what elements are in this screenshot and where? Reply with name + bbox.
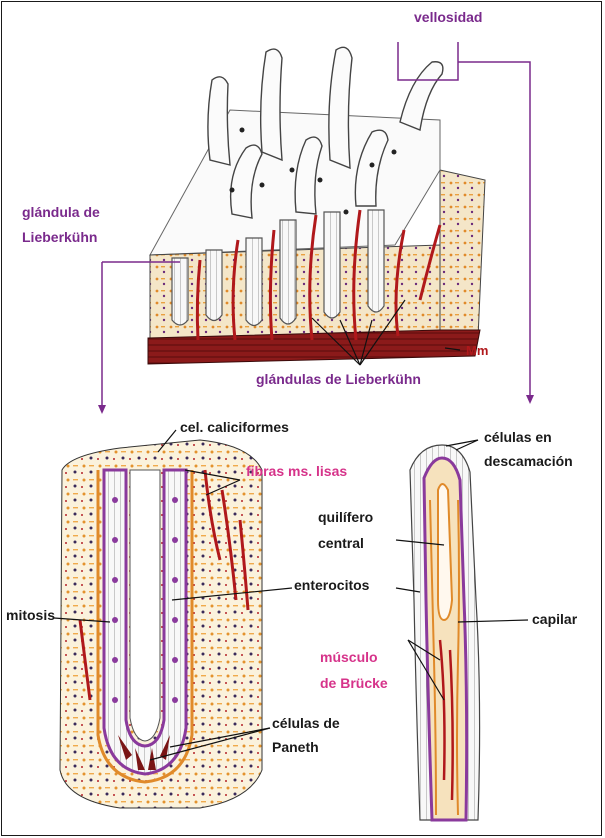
label-cel-caliciformes: cel. caliciformes xyxy=(180,418,289,436)
label-capilar: capilar xyxy=(532,610,577,628)
crypt-lumen xyxy=(130,470,160,741)
label-mm: Mm xyxy=(466,342,488,360)
mucosa-block xyxy=(148,47,485,364)
label-fibras-ms-lisas: fibras ms. lisas xyxy=(246,462,347,480)
crypt-detail xyxy=(60,440,262,808)
label-paneth: Paneth xyxy=(272,738,319,756)
label-de-brucke: de Brücke xyxy=(320,674,388,692)
label-quilifero: quilífero xyxy=(318,508,373,526)
label-celulas-en: células en xyxy=(484,428,552,446)
label-musculo: músculo xyxy=(320,648,378,666)
label-glandulas-lieberkuhn: glándulas de Lieberkühn xyxy=(256,370,421,388)
label-celulas-de: células de xyxy=(272,714,340,732)
label-descamacion: descamación xyxy=(484,452,573,470)
block-side-face xyxy=(440,170,485,352)
label-mitosis: mitosis xyxy=(6,606,55,624)
label-central: central xyxy=(318,534,364,552)
label-vellosidad: vellosidad xyxy=(414,8,482,26)
label-enterocitos: enterocitos xyxy=(294,576,369,594)
label-lieberkuhn: Lieberkühn xyxy=(22,228,97,246)
villus-detail xyxy=(410,445,480,820)
label-glandula-de: glándula de xyxy=(22,203,100,221)
